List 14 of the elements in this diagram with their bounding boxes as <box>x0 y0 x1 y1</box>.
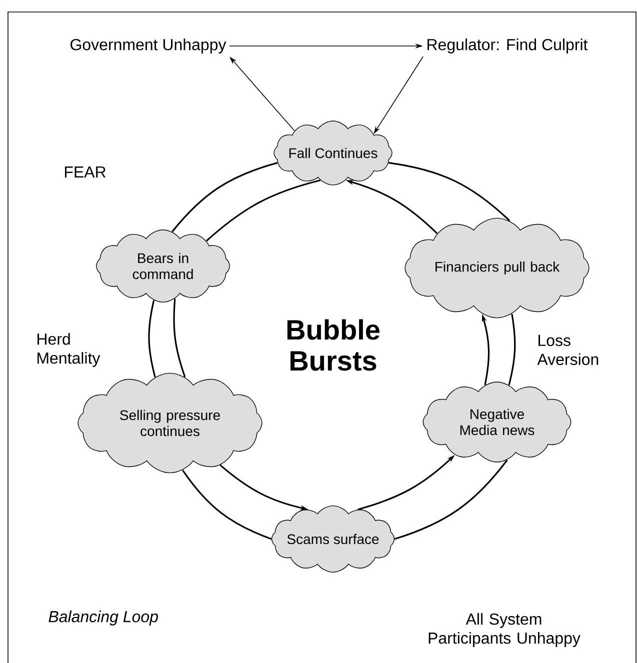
label-text: Loss Aversion <box>537 334 598 366</box>
label-text: All System Participants Unhappy <box>428 613 580 647</box>
cloud-node: Fall Continues <box>274 120 392 186</box>
label-text: Bubble Bursts <box>287 319 380 371</box>
cloud-node: Negative Media news <box>422 382 572 462</box>
label-text: FEAR <box>64 166 106 178</box>
node-text: Government Unhappy <box>70 38 226 54</box>
label-text: Balancing Loop <box>48 610 158 626</box>
cloud-node: Scams surface <box>271 505 395 573</box>
cloud-node: Bears in command <box>96 230 230 302</box>
cloud-node: Financiers pull back <box>404 218 590 318</box>
node-text: Regulator: Find Culprit <box>428 38 588 54</box>
cloud-node: Selling pressure continues <box>78 372 262 474</box>
label-text: Herd Mentality <box>38 333 100 367</box>
